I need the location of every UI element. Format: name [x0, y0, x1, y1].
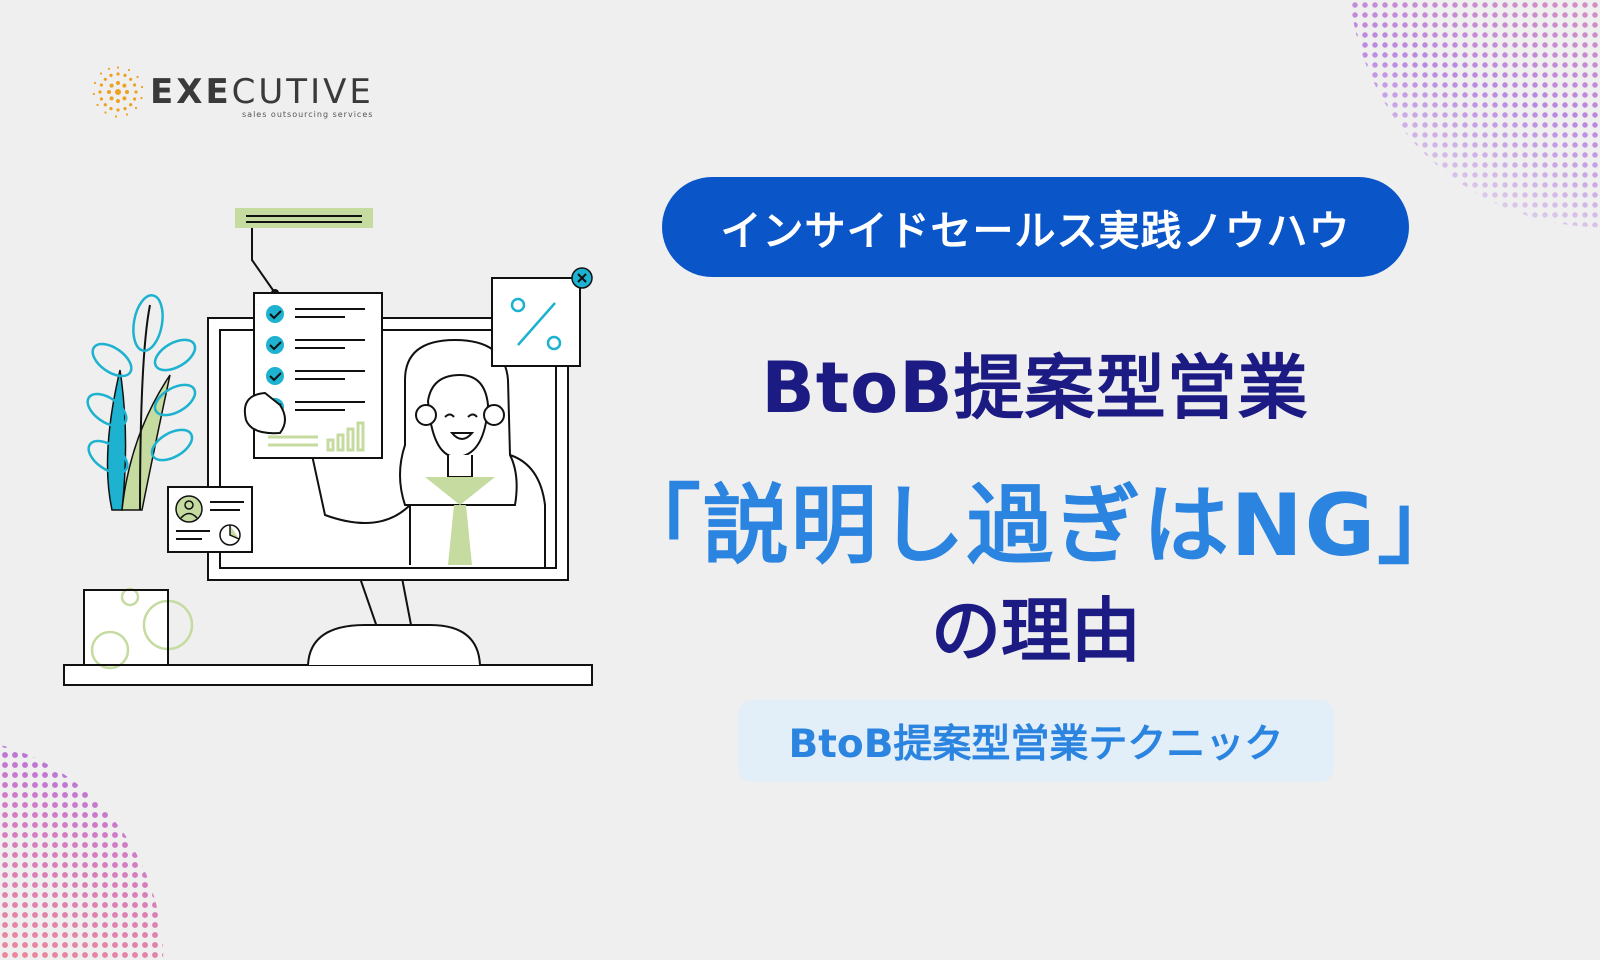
title-line-2: 「説明し過ぎはNG」 [614, 476, 1466, 576]
brand-logo: EXECUTIVE sales outsourcing services [92, 66, 392, 122]
title-line-1: BtoB提案型営業 [761, 347, 1309, 429]
category-pill: インサイドセールス実践ノウハウ [662, 177, 1409, 277]
person-icon [311, 338, 546, 567]
profile-card-icon [167, 486, 253, 553]
checklist-icon [235, 208, 383, 459]
brand-name: EXECUTIVE [150, 72, 374, 112]
plant-icon [83, 294, 197, 670]
monitor-illustration [63, 208, 593, 686]
percent-icon [491, 277, 581, 367]
halftone-corner-bottom-left [0, 736, 164, 960]
topic-tag: BtoB提案型営業テクニック [738, 700, 1334, 782]
sunburst-dots-icon [92, 66, 144, 118]
title-line-3: の理由 [931, 590, 1141, 672]
close-icon [571, 267, 593, 289]
brand-tagline: sales outsourcing services [242, 110, 374, 119]
